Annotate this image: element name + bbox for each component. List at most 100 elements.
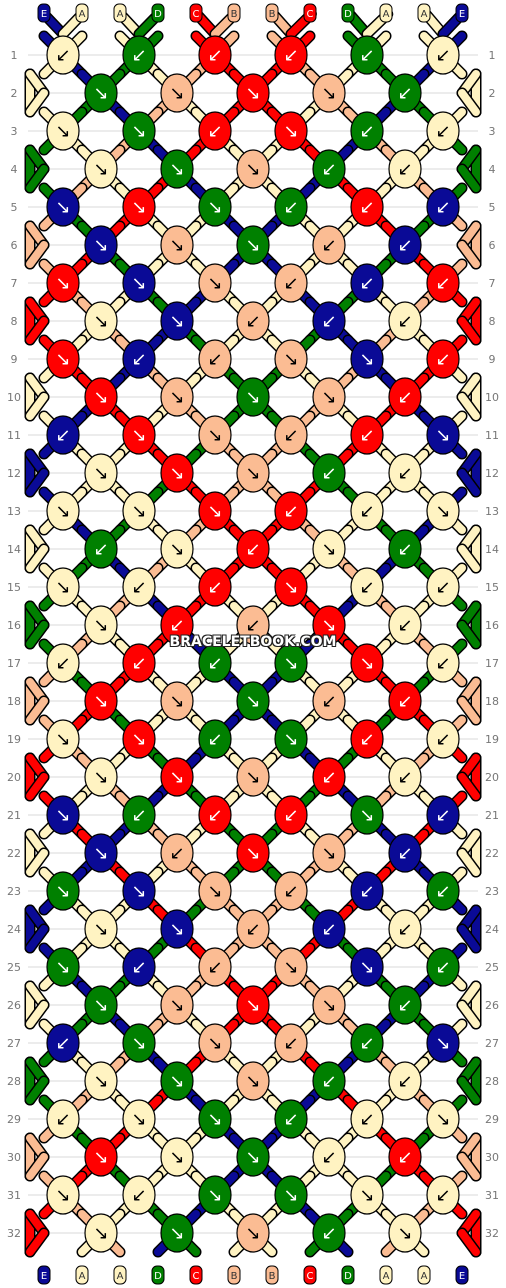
knot-arrow-icon: ↙ bbox=[283, 1109, 298, 1130]
row-number-left: 14 bbox=[7, 543, 21, 556]
knot-arrow-icon: ↙ bbox=[93, 539, 108, 560]
knot-oval bbox=[388, 1137, 422, 1177]
knot-oval bbox=[84, 225, 118, 265]
knot-oval bbox=[350, 567, 384, 607]
thread-segment bbox=[26, 469, 48, 496]
knot-oval bbox=[198, 795, 232, 835]
knot-arrow-icon: ↘ bbox=[245, 463, 260, 484]
knot: ↙ bbox=[350, 871, 384, 911]
knot: ↙ bbox=[312, 301, 346, 341]
knot-arrow-icon: ↘ bbox=[55, 501, 70, 522]
knot-oval bbox=[388, 453, 422, 493]
knot: ↙ bbox=[160, 833, 194, 873]
knot: ↘ bbox=[198, 491, 232, 531]
thread-segment bbox=[26, 621, 48, 648]
row-number-left: 28 bbox=[7, 1075, 21, 1088]
knot-oval bbox=[122, 947, 156, 987]
thread-segment bbox=[458, 621, 480, 648]
knot-oval bbox=[388, 529, 422, 569]
knot-oval bbox=[312, 681, 346, 721]
knot: ↙ bbox=[312, 453, 346, 493]
knot-oval bbox=[160, 757, 194, 797]
knot-oval bbox=[198, 35, 232, 75]
row-number-left: 7 bbox=[11, 277, 18, 290]
knot: ↘ bbox=[198, 263, 232, 303]
knot: ↘ bbox=[236, 833, 270, 873]
knot-arrow-icon: ↘ bbox=[283, 577, 298, 598]
knot-arrow-icon: ↘ bbox=[359, 1185, 374, 1206]
bottom-string-label: B bbox=[227, 1265, 241, 1285]
knot: ↙ bbox=[426, 187, 460, 227]
row-number-left: 10 bbox=[7, 391, 21, 404]
knot-oval bbox=[122, 1099, 156, 1139]
knot-oval bbox=[274, 719, 308, 759]
knot-arrow-icon: ↘ bbox=[93, 919, 108, 940]
knot-oval bbox=[84, 985, 118, 1025]
knot: ↙ bbox=[122, 795, 156, 835]
knot-oval bbox=[236, 985, 270, 1025]
knot: ↘ bbox=[236, 681, 270, 721]
knot-arrow-icon: ↘ bbox=[283, 121, 298, 142]
knot: ↙ bbox=[426, 111, 460, 151]
knot: ↘ bbox=[160, 73, 194, 113]
knot-arrow-icon: ↙ bbox=[207, 349, 222, 370]
knot: ↘ bbox=[160, 757, 194, 797]
row-number-right: 19 bbox=[485, 733, 499, 746]
string-label-chip bbox=[189, 3, 203, 23]
knot: ↘ bbox=[274, 111, 308, 151]
knot-oval bbox=[160, 833, 194, 873]
knot-oval bbox=[388, 301, 422, 341]
row-number-right: 25 bbox=[485, 961, 499, 974]
knot-arrow-icon: ↙ bbox=[397, 843, 412, 864]
knot-arrow-icon: ↙ bbox=[283, 805, 298, 826]
knot-arrow-icon: ↙ bbox=[359, 425, 374, 446]
knot: ↘ bbox=[84, 1061, 118, 1101]
string-label-letter: D bbox=[344, 1271, 352, 1282]
knot: ↘ bbox=[198, 187, 232, 227]
knot: ↙ bbox=[274, 491, 308, 531]
knot-arrow-icon: ↙ bbox=[359, 501, 374, 522]
knot: ↙ bbox=[312, 909, 346, 949]
knot: ↘ bbox=[160, 453, 194, 493]
string-label-letter: D bbox=[344, 9, 352, 20]
knot-oval bbox=[388, 377, 422, 417]
string-label-letter: B bbox=[231, 9, 238, 20]
knot: ↘ bbox=[84, 1213, 118, 1253]
knot-oval bbox=[312, 1137, 346, 1177]
thread-segment bbox=[458, 697, 480, 724]
knot: ↙ bbox=[388, 985, 422, 1025]
knot-arrow-icon: ↘ bbox=[131, 501, 146, 522]
knot-oval bbox=[312, 833, 346, 873]
knot-oval bbox=[198, 871, 232, 911]
knot: ↘ bbox=[274, 719, 308, 759]
knot-arrow-icon: ↘ bbox=[93, 995, 108, 1016]
knot-arrow-icon: ↘ bbox=[169, 311, 184, 332]
string-label-chip bbox=[303, 1265, 317, 1285]
knot-oval bbox=[312, 73, 346, 113]
knot-oval bbox=[312, 909, 346, 949]
knot: ↘ bbox=[426, 415, 460, 455]
knot-arrow-icon: ↙ bbox=[321, 1223, 336, 1244]
top-string-label: A bbox=[75, 3, 89, 23]
knot-arrow-icon: ↘ bbox=[93, 1071, 108, 1092]
string-label-chip bbox=[265, 3, 279, 23]
knot-arrow-icon: ↘ bbox=[321, 83, 336, 104]
knot-oval bbox=[388, 833, 422, 873]
knot-arrow-icon: ↘ bbox=[93, 235, 108, 256]
row-number-right: 31 bbox=[485, 1189, 499, 1202]
knot-oval bbox=[160, 377, 194, 417]
knot: ↙ bbox=[426, 35, 460, 75]
thread-segment bbox=[458, 469, 480, 496]
knot-arrow-icon: ↘ bbox=[435, 501, 450, 522]
knot-arrow-icon: ↘ bbox=[93, 767, 108, 788]
row-number-right: 13 bbox=[485, 505, 499, 518]
knot-oval bbox=[198, 1023, 232, 1063]
knot: ↙ bbox=[388, 681, 422, 721]
knot-oval bbox=[388, 225, 422, 265]
knot-oval bbox=[236, 149, 270, 189]
knot-arrow-icon: ↙ bbox=[359, 121, 374, 142]
knot-arrow-icon: ↙ bbox=[397, 235, 412, 256]
knot-oval bbox=[236, 377, 270, 417]
knot: ↙ bbox=[312, 225, 346, 265]
